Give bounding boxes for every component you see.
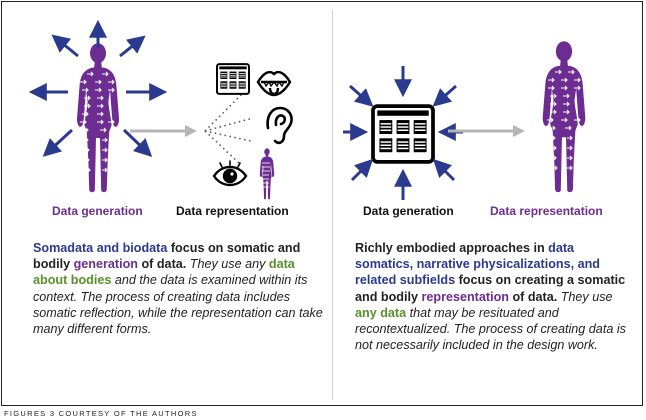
right-description: Richly embodied approaches in data somat… [355,241,626,353]
label-data-representation-right: Data representation [490,204,603,218]
label-data-representation-left: Data representation [176,204,289,218]
document-grid-icon [371,104,435,164]
label-data-generation-left: Data generation [52,204,143,218]
desc-term: representation [421,289,509,304]
figure-frame [1,1,643,406]
eye-icon [212,160,248,187]
person-silhouette [259,148,275,200]
dotted-rays [204,92,254,165]
arrow-icon [28,19,168,157]
arrow-icon [130,125,197,137]
lips-icon [256,70,292,97]
person-silhouette [76,43,120,193]
desc-term: Somadata and biodata [33,241,168,255]
left-description: Somadata and biodata focus on somatic an… [33,241,323,337]
document-grid-icon [215,63,251,95]
label-data-generation-right: Data generation [363,204,454,218]
desc-term: generation [73,257,138,272]
person-silhouette [542,41,586,193]
figure-credit: FIGURES 3 COURTESY OF THE AUTHORS [4,409,198,418]
desc-term: data somatics, narrative physicalization… [355,241,600,288]
panel-divider [332,10,333,400]
desc-term: data about bodies [33,257,295,288]
internal-arrows [80,71,115,173]
ear-icon [266,106,293,145]
arrow-icon [448,125,525,137]
desc-term: any data [355,305,407,320]
